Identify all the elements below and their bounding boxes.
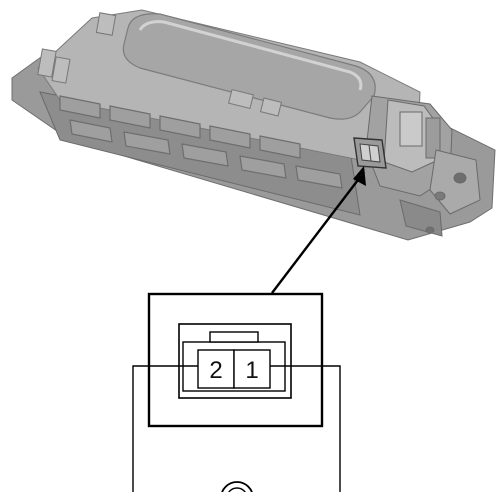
component-illustration [11, 9, 496, 241]
wire-pin-1 [270, 365, 341, 492]
right-mechanism [365, 95, 481, 237]
connector-face-view: 2 1 [147, 292, 324, 428]
front-ribs [59, 95, 343, 189]
pin-cavity-1 [233, 349, 271, 389]
wiring [132, 365, 341, 492]
body-socket [353, 137, 387, 169]
top-tabs [37, 12, 283, 117]
leader-arrow [271, 166, 366, 294]
pin-label-1: 1 [245, 357, 258, 384]
top-cover [122, 13, 376, 120]
bottom-callout-circle [221, 481, 253, 492]
wire-pin-2 [132, 365, 198, 492]
pin-cavity-2 [197, 349, 235, 389]
arrow-head [353, 166, 366, 186]
connector-latch [209, 331, 259, 343]
pin-cavities [197, 349, 271, 389]
top-cover-highlight [138, 20, 363, 91]
pin-label-2: 2 [209, 357, 222, 384]
